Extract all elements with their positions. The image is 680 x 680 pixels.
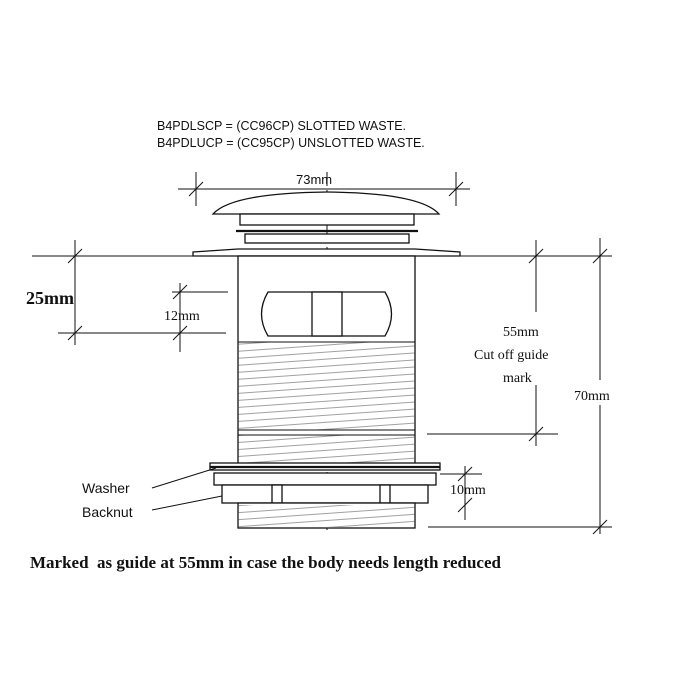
backnut [213,472,437,504]
lower-thread [238,434,415,463]
cutoff-mark-label: mark [503,371,532,386]
waste-flange [192,248,461,257]
dimension-70mm: 70mm [428,238,612,535]
height-25-label: 25mm [26,288,74,308]
backnut-label: Backnut [82,504,133,520]
waste-slot [260,291,393,337]
washer-callout: Washer [82,467,217,496]
dimension-cap-width: 73mm [178,172,470,206]
backnut-callout: Backnut [82,495,223,520]
header-line-unslotted: B4PDLUCP = (CC95CP) UNSLOTTED WASTE. [157,136,425,150]
diagram-caption: Marked as guide at 55mm in case the body… [30,553,502,572]
cutoff-value-label: 55mm [503,325,539,340]
upper-thread [238,341,415,431]
dimension-25mm: 25mm [26,240,238,345]
thread-height-label: 10mm [450,483,486,498]
header-line-slotted: B4PDLSCP = (CC96CP) SLOTTED WASTE. [157,119,406,133]
slot-height-label: 12mm [164,309,200,324]
bottom-thread [237,502,416,529]
cutoff-text-label: Cut off guide [474,348,548,363]
plug-cap [211,191,441,244]
cap-width-label: 73mm [296,172,332,187]
dimension-10mm: 10mm [440,466,486,520]
washer [209,462,441,471]
total-height-label: 70mm [574,389,610,404]
washer-label: Washer [82,480,130,496]
dimension-12mm: 12mm [164,283,228,352]
dimension-cutoff: 55mm Cut off guide mark [427,240,558,446]
